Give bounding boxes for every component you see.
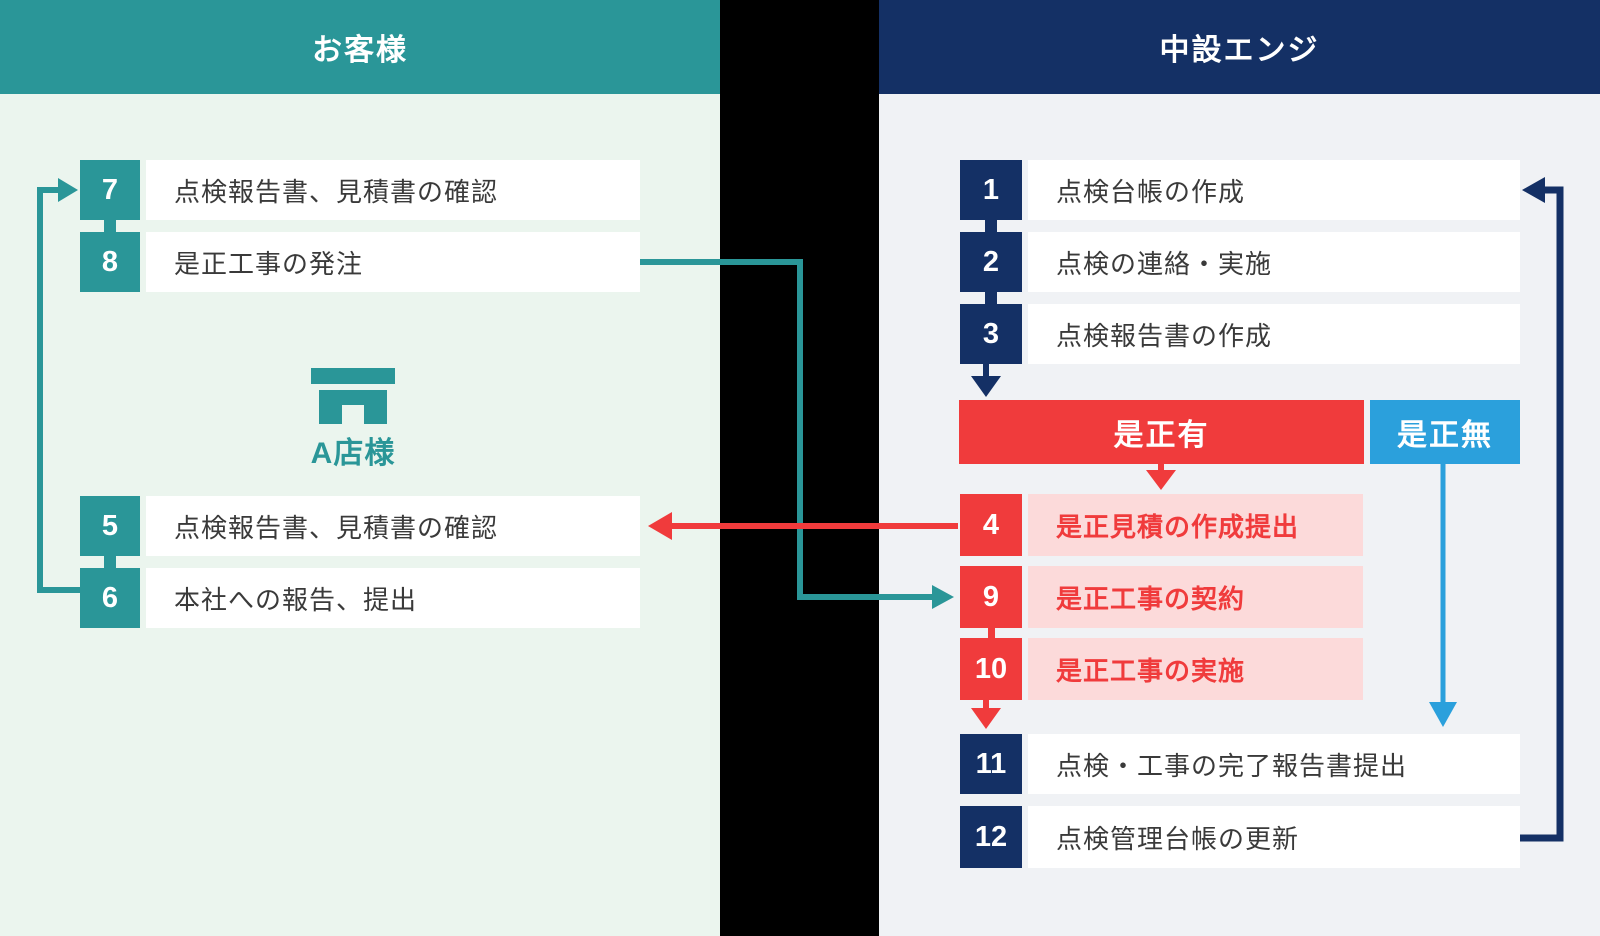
- step-number-3: 3: [960, 304, 1022, 364]
- step-number-11: 11: [960, 734, 1022, 794]
- step-number-9: 9: [960, 566, 1022, 628]
- step-number-8: 8: [80, 232, 140, 292]
- customer-header: お客様: [0, 0, 720, 94]
- step-label-4: 是正見積の作成提出: [1028, 494, 1363, 556]
- branch-banner-correction-needed: 是正有: [959, 400, 1364, 464]
- step-label-2: 点検の連絡・実施: [1028, 232, 1520, 292]
- step-number-1: 1: [960, 160, 1022, 220]
- step-number-12: 12: [960, 806, 1022, 868]
- branch-banner-no-correction: 是正無: [1370, 400, 1520, 464]
- step-number-2: 2: [960, 232, 1022, 292]
- step-number-4: 4: [960, 494, 1022, 556]
- step-number-5: 5: [80, 496, 140, 556]
- step-number-10: 10: [960, 638, 1022, 700]
- customer-header-title: お客様: [312, 34, 408, 67]
- store-name: A店様: [310, 437, 396, 470]
- step-label-8: 是正工事の発注: [146, 232, 640, 292]
- step-label-11: 点検・工事の完了報告書提出: [1028, 734, 1520, 794]
- company-header: 中設エンジ: [879, 0, 1600, 94]
- step-label-9: 是正工事の契約: [1028, 566, 1363, 628]
- step-label-6: 本社への報告、提出: [146, 568, 640, 628]
- step-number-7: 7: [80, 160, 140, 220]
- step-label-1: 点検台帳の作成: [1028, 160, 1520, 220]
- step-label-3: 点検報告書の作成: [1028, 304, 1520, 364]
- step-number-6: 6: [80, 568, 140, 628]
- step-label-12: 点検管理台帳の更新: [1028, 806, 1520, 868]
- company-header-title: 中設エンジ: [1159, 34, 1320, 67]
- step-label-7: 点検報告書、見積書の確認: [146, 160, 640, 220]
- step-label-5: 点検報告書、見積書の確認: [146, 496, 640, 556]
- step-label-10: 是正工事の実施: [1028, 638, 1363, 700]
